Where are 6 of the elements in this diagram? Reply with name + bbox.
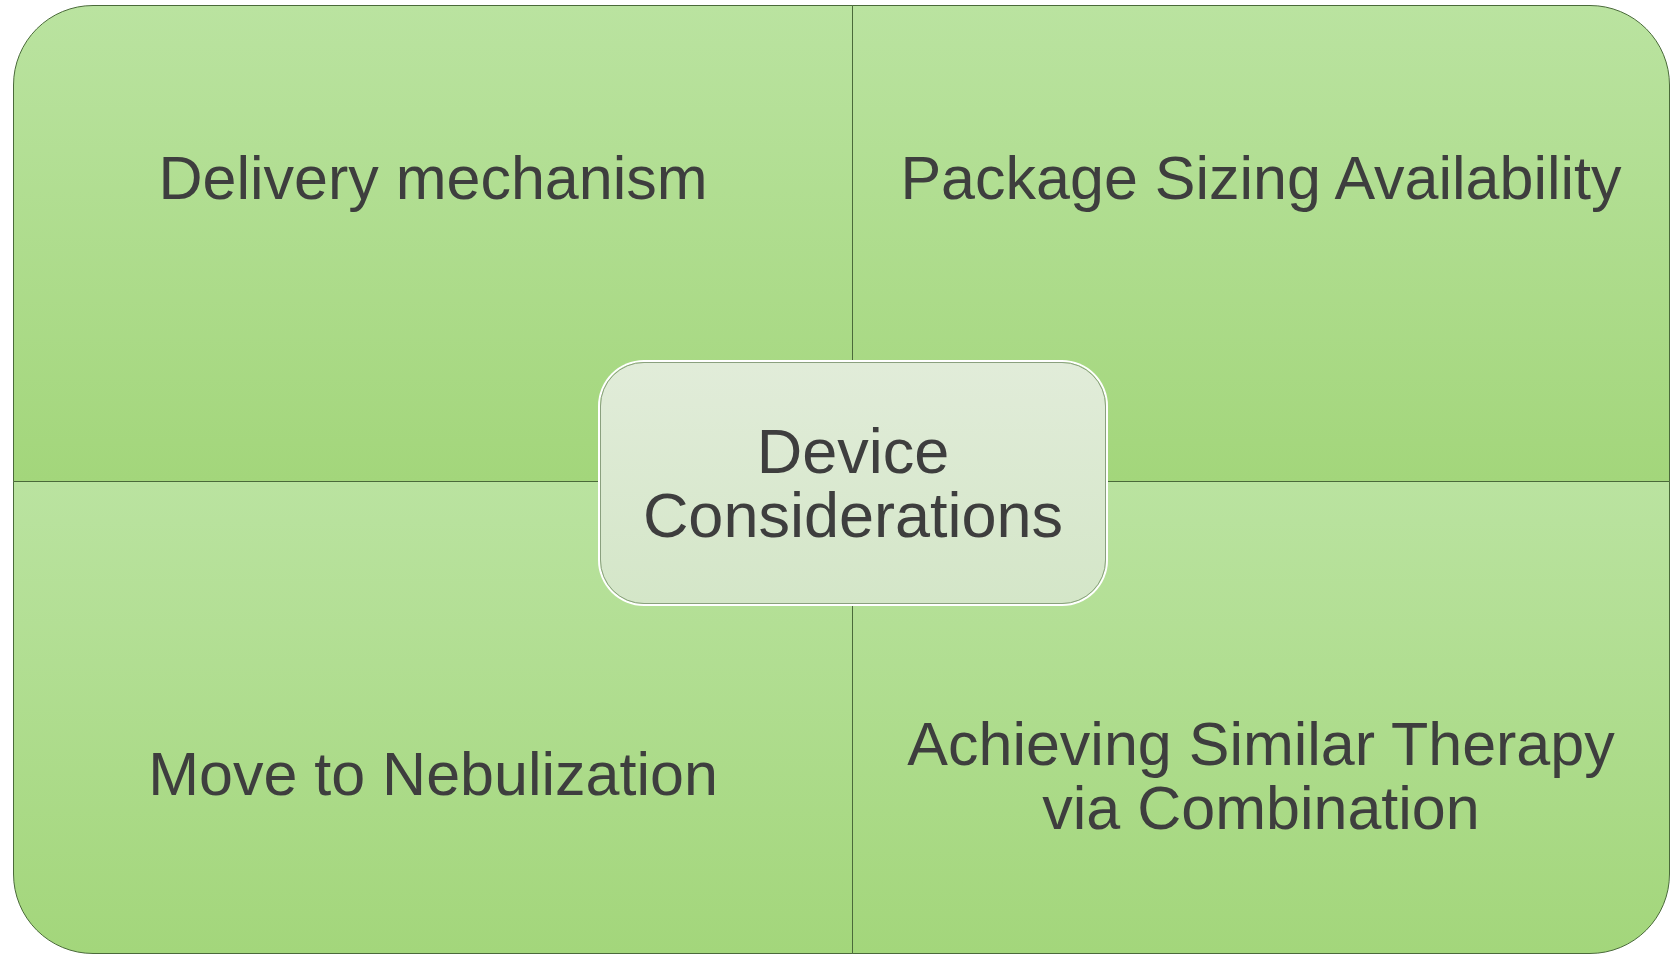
- quadrant-label: Delivery mechanism: [158, 146, 708, 211]
- quadrant-label: Achieving Similar Therapy via Combination: [906, 712, 1616, 841]
- quadrant-label: Package Sizing Availability: [900, 146, 1622, 211]
- quadrant-label: Move to Nebulization: [148, 742, 718, 807]
- center-box: [600, 362, 1106, 604]
- center-label: Device Considerations: [641, 418, 1065, 548]
